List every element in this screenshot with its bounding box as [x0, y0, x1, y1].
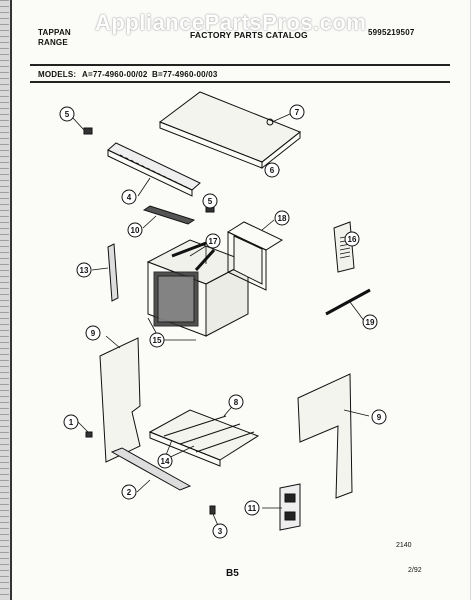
rod-part: [325, 288, 371, 316]
bracket-part: [142, 205, 196, 225]
callout-label: 15: [153, 336, 162, 345]
callout-2: [121, 484, 137, 500]
screw-part: [85, 431, 93, 438]
callout-8: [228, 394, 244, 410]
callout-6: [264, 162, 280, 178]
bottom-frame-part: [148, 409, 260, 467]
callout-17: [205, 233, 221, 249]
watermark: AppliancePartsPros.com: [95, 10, 367, 35]
callout-label: 5: [208, 197, 213, 206]
callout-5-left: [59, 106, 75, 122]
heat-shield-part: [333, 221, 355, 273]
brand-line-2: RANGE: [38, 38, 68, 47]
callout-label: 11: [248, 504, 257, 513]
callout-5-right: [202, 193, 218, 209]
model-a: A=77-4960-00/02: [82, 70, 148, 79]
callout-3: [212, 523, 228, 539]
callout-1: [63, 414, 79, 430]
bottom-trim-part: [110, 447, 192, 491]
door-gasket-part: [226, 221, 284, 291]
catalog-number: 5995219507: [368, 28, 415, 37]
callout-16: [344, 231, 360, 247]
callout-label: 2: [127, 488, 132, 497]
callouts: [59, 104, 387, 539]
screw-small-part: [209, 505, 216, 515]
header-rule-bottom: [30, 81, 450, 83]
side-panel-right-part: [297, 373, 353, 499]
front-trim-part: [107, 142, 201, 197]
callout-label: 1: [69, 418, 74, 427]
callout-label: 3: [218, 527, 223, 536]
oven-cavity-part: [146, 238, 250, 337]
callout-label: 6: [270, 166, 275, 175]
catalog-title: FACTORY PARTS CATALOG: [190, 30, 308, 40]
callout-label: 4: [127, 193, 132, 202]
binding-edge: [0, 0, 9, 600]
callout-label: 9: [377, 413, 382, 422]
models-label: MODELS:: [38, 70, 77, 79]
terminal-block-part: [279, 483, 301, 531]
callout-11: [244, 500, 260, 516]
callout-15: [149, 332, 165, 348]
model-b: B=77-4960-00/03: [152, 70, 218, 79]
page-number: B5: [226, 568, 239, 579]
callout-7: [289, 104, 305, 120]
top-panel-part: [158, 91, 301, 170]
callout-13: [76, 262, 92, 278]
clip-part-left: [83, 127, 93, 135]
callout-label: 17: [209, 237, 218, 246]
callout-label: 13: [80, 266, 89, 275]
callout-18: [274, 210, 290, 226]
callout-9-right: [371, 409, 387, 425]
callout-label: 19: [366, 318, 375, 327]
callout-4: [121, 189, 137, 205]
brand-line-1: TAPPAN: [38, 28, 71, 37]
revision-date: 2/92: [408, 567, 422, 574]
callout-19: [362, 314, 378, 330]
side-panel-left-part: [99, 337, 141, 463]
callout-10: [127, 222, 143, 238]
figure-code: 2140: [396, 542, 412, 549]
callout-label: 10: [131, 226, 140, 235]
header-rule-top: [30, 64, 450, 66]
side-strip-part: [107, 243, 119, 302]
callout-14: [157, 453, 173, 469]
callout-9-left: [85, 325, 101, 341]
callout-label: 16: [348, 235, 357, 244]
callout-label: 9: [91, 329, 96, 338]
callout-label: 7: [295, 108, 300, 117]
callout-label: 8: [234, 398, 239, 407]
callout-label: 5: [65, 110, 70, 119]
callout-label: 14: [161, 457, 170, 466]
callout-label: 18: [278, 214, 287, 223]
